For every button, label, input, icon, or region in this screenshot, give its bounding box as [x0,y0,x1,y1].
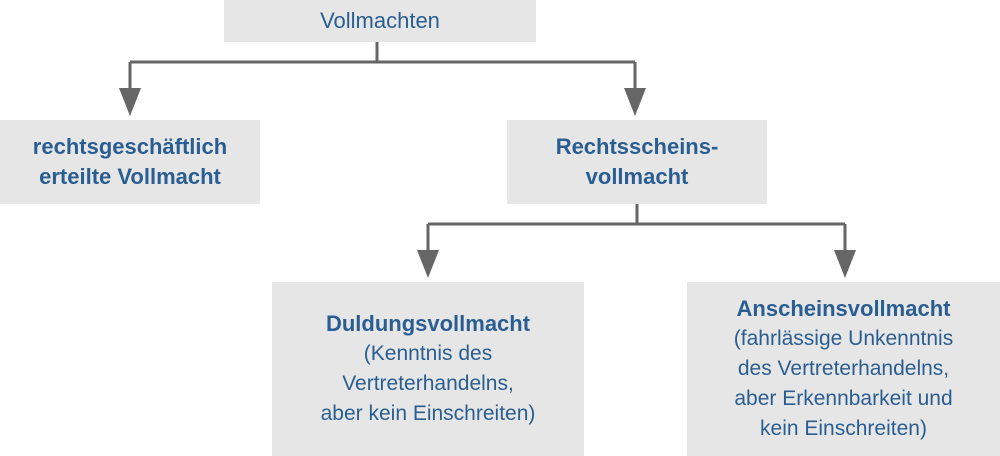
node-duldungsvollmacht-line-3: aber kein Einschreiten) [320,402,536,425]
node-anscheinsvollmacht-line-2: des Vertreterhandelns, [737,357,950,380]
node-anscheinsvollmacht-line-3: aber Erkennbarkeit und [734,387,953,410]
arrowhead-node-a [119,88,141,116]
node-vollmachten-label: Vollmachten [320,8,440,33]
arrowhead-node-d [834,250,856,278]
node-rechtsscheinsvollmacht-line-1: Rechtsscheins- [555,134,719,159]
node-anscheinsvollmacht-line-1: (fahrlässige Unkenntnis [733,327,954,350]
arrowhead-node-c [417,250,439,278]
node-rechtsgeschaeftlich-line-2: erteilte Vollmacht [39,164,221,189]
node-rechtsgeschaeftlich: rechtsgeschäftlich erteilte Vollmacht [0,120,260,204]
node-anscheinsvollmacht-title: Anscheinsvollmacht [736,296,951,321]
node-rechtsscheinsvollmacht-line-2: vollmacht [585,164,689,189]
node-anscheinsvollmacht: Anscheinsvollmacht (fahrlässige Unkenntn… [687,282,1000,456]
node-duldungsvollmacht: Duldungsvollmacht (Kenntnis des Vertrete… [272,282,584,456]
node-duldungsvollmacht-title: Duldungsvollmacht [325,311,531,336]
node-duldungsvollmacht-line-2: Vertreterhandelns, [342,372,514,395]
node-duldungsvollmacht-line-1: (Kenntnis des [363,342,493,365]
node-anscheinsvollmacht-line-4: kein Einschreiten) [760,417,927,440]
arrowhead-node-b [624,88,646,116]
node-rechtsgeschaeftlich-line-1: rechtsgeschäftlich [32,134,228,159]
node-vollmachten: Vollmachten [224,0,536,42]
node-rechtsscheinsvollmacht: Rechtsscheins- vollmacht [507,120,767,204]
